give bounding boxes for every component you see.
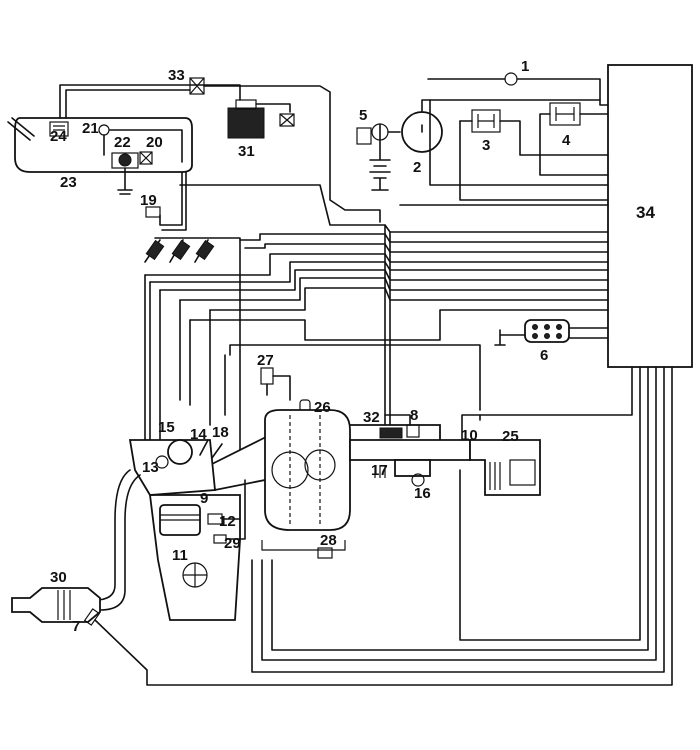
label-7: 7 xyxy=(72,618,80,635)
crank-sensor-12 xyxy=(207,479,246,544)
label-25: 25 xyxy=(502,428,519,445)
fuel-pump-22 xyxy=(111,152,139,195)
label-31: 31 xyxy=(238,143,255,160)
label-34: 34 xyxy=(636,203,655,222)
label-18: 18 xyxy=(212,424,229,441)
label-9: 9 xyxy=(200,490,208,507)
ecu-harness xyxy=(144,184,609,471)
exhaust-pipe xyxy=(59,469,141,611)
part-labels: 1 2 3 4 5 6 7 8 9 10 11 12 13 14 15 16 1… xyxy=(50,58,655,635)
label-29: 29 xyxy=(224,535,241,552)
label-3: 3 xyxy=(482,137,490,154)
sensor-6 xyxy=(494,319,609,346)
sensor-28 xyxy=(317,547,333,559)
label-4: 4 xyxy=(562,132,571,149)
label-2: 2 xyxy=(413,159,421,176)
battery-5 xyxy=(356,123,401,191)
catalytic-converter-30 xyxy=(11,587,101,623)
vacuum-lines xyxy=(224,344,481,416)
oxygen-sensor-7 xyxy=(83,608,101,626)
harness-top-right xyxy=(399,99,609,206)
idle-valve-27 xyxy=(260,367,291,401)
relay-4 xyxy=(539,102,609,176)
vapour-line-2 xyxy=(65,89,191,119)
label-17: 17 xyxy=(371,462,388,479)
label-32: 32 xyxy=(363,409,380,426)
label-30: 30 xyxy=(50,569,67,586)
ecu-block-34 xyxy=(607,64,693,368)
label-14: 14 xyxy=(190,426,207,443)
label-26: 26 xyxy=(314,399,331,416)
cylinder-head xyxy=(128,439,223,496)
label-6: 6 xyxy=(540,347,548,364)
fuel-feed-line xyxy=(159,171,187,231)
label-22: 22 xyxy=(114,134,131,151)
label-23: 23 xyxy=(60,174,77,191)
label-1: 1 xyxy=(521,58,529,75)
label-10: 10 xyxy=(461,427,478,444)
label-27: 27 xyxy=(257,352,274,369)
label-19: 19 xyxy=(140,192,157,209)
label-12: 12 xyxy=(219,513,236,530)
label-11: 11 xyxy=(172,547,188,564)
charcoal-canister-31 xyxy=(203,85,381,223)
relay-3 xyxy=(459,109,609,156)
fuel-level-sensor-21 xyxy=(98,124,183,163)
label-8: 8 xyxy=(410,407,418,424)
pressure-regulator-20 xyxy=(139,151,153,165)
purge-valve-33 xyxy=(189,77,205,95)
air-filter-25 xyxy=(469,439,541,496)
ecu-bottom-wires xyxy=(94,366,673,686)
label-16: 16 xyxy=(414,485,431,502)
label-21: 21 xyxy=(82,120,99,137)
label-15: 15 xyxy=(158,419,175,436)
label-5: 5 xyxy=(359,107,367,124)
injectors-19 xyxy=(144,206,241,456)
label-13: 13 xyxy=(142,459,159,476)
component-1 xyxy=(427,72,609,106)
ignition-coil-2 xyxy=(401,99,601,153)
label-24: 24 xyxy=(50,128,67,145)
label-20: 20 xyxy=(146,134,163,151)
label-33: 33 xyxy=(168,67,185,84)
label-28: 28 xyxy=(320,532,337,549)
engine-block-11 xyxy=(148,494,241,621)
